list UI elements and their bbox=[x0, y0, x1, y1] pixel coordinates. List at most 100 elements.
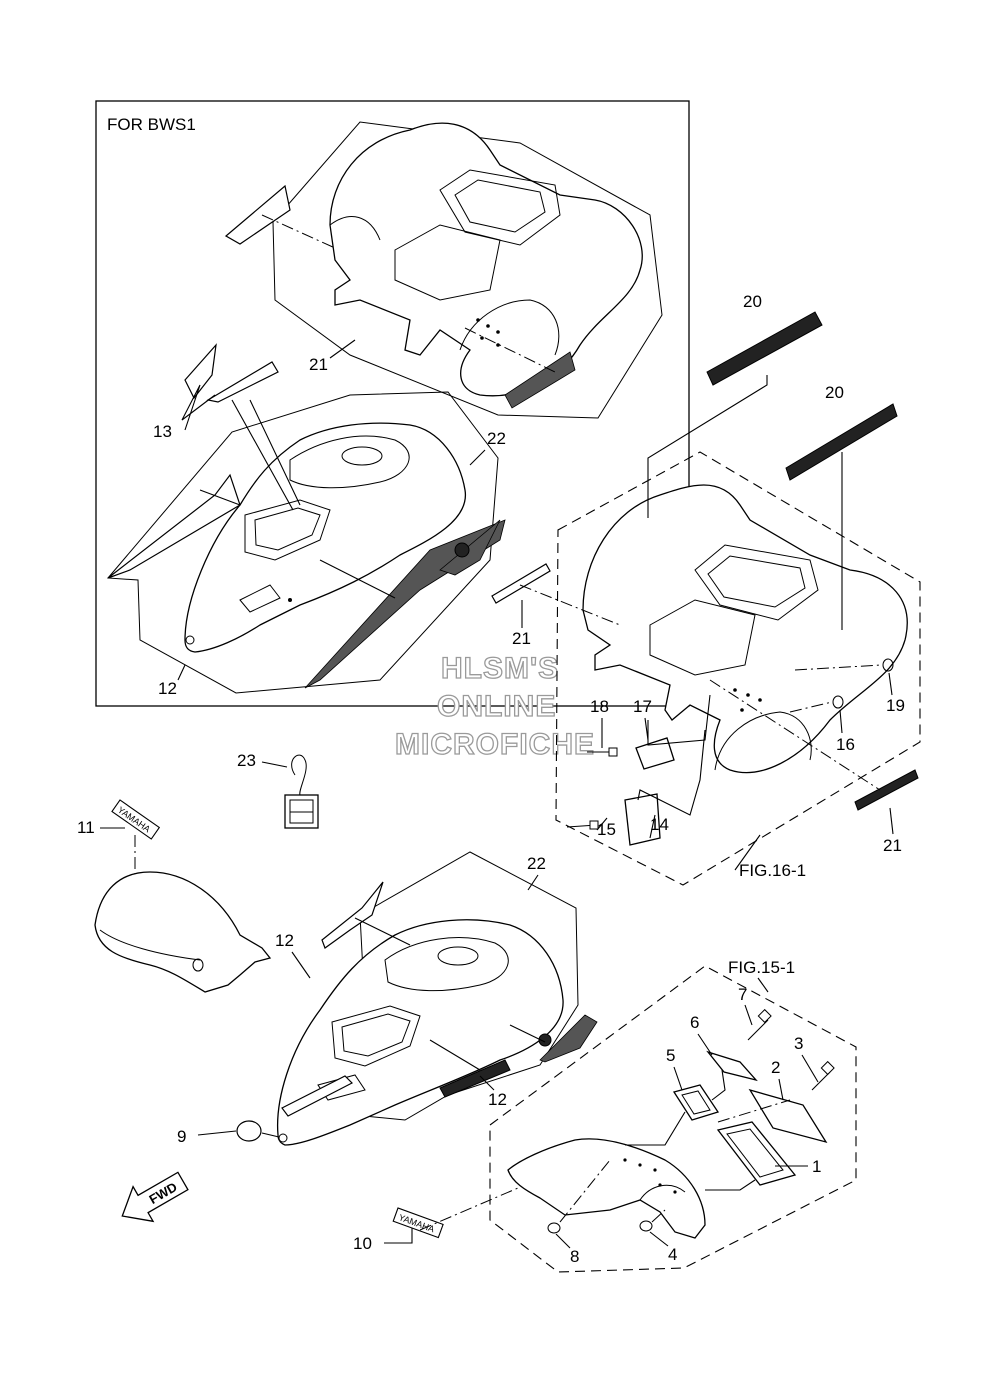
callout-15: 15 bbox=[597, 820, 616, 839]
side-cover-edge bbox=[99, 929, 201, 961]
front-top-decal-2 bbox=[206, 361, 279, 403]
callout-10: 10 bbox=[353, 1234, 372, 1253]
plate-1-inner bbox=[726, 1128, 784, 1178]
guide-8 bbox=[559, 1159, 611, 1223]
mount-hole bbox=[746, 693, 750, 697]
fig15-group: FIG.15-1 7 bbox=[489, 958, 857, 1273]
leader-12-left bbox=[291, 951, 311, 979]
callout-23: 23 bbox=[237, 751, 256, 770]
bws1-inset-frame bbox=[95, 100, 690, 707]
bolt-7-head bbox=[757, 1008, 772, 1024]
fwd-arrow: FWD bbox=[121, 1171, 189, 1223]
decal-guide bbox=[709, 679, 881, 791]
fig15-dashed-outline bbox=[489, 965, 857, 1273]
fwd-arrow-shape bbox=[121, 1171, 189, 1223]
front-tank-cap-area bbox=[384, 937, 509, 992]
callout-20-upper: 20 bbox=[743, 292, 762, 311]
leader-20-upper bbox=[647, 375, 768, 518]
watermark-line-2: ONLINE bbox=[437, 690, 556, 723]
front-headlight-inner bbox=[341, 1013, 411, 1057]
decal-guide bbox=[464, 327, 556, 373]
mount-hole bbox=[476, 318, 480, 322]
decal-guide bbox=[231, 399, 294, 511]
leader-16 bbox=[789, 701, 833, 713]
fig15-leader bbox=[757, 977, 769, 993]
rear-fender-left-arch bbox=[329, 216, 381, 241]
rear-fender-arch bbox=[714, 711, 812, 771]
callout-17: 17 bbox=[633, 697, 652, 716]
bolt-15-head bbox=[589, 820, 599, 830]
callout-16: 16 bbox=[836, 735, 855, 754]
decal-guide bbox=[199, 489, 241, 506]
plate-2 bbox=[748, 1088, 828, 1144]
bws1-inset: FOR BWS1 bbox=[95, 100, 690, 707]
mount-hole bbox=[733, 688, 737, 692]
leader-12-right bbox=[479, 1075, 495, 1091]
leader-22-main bbox=[527, 874, 539, 891]
fig16-group: FIG.16-1 20 bbox=[491, 292, 921, 886]
mount-hole bbox=[480, 336, 484, 340]
leader-2 bbox=[778, 1078, 784, 1101]
mount-hole bbox=[496, 330, 500, 334]
tag-23-group: 23 bbox=[237, 751, 319, 829]
cap-9-group: 9 bbox=[177, 1120, 280, 1146]
callout-12: 12 bbox=[158, 679, 177, 698]
front-right-decal-2 bbox=[439, 519, 501, 576]
rear-decal-20-lower bbox=[785, 403, 898, 481]
bracket-hole bbox=[638, 1163, 642, 1167]
watermark-line-3: MICROFICHE bbox=[395, 728, 595, 761]
yamaha-decal-11: YAMAHA bbox=[111, 799, 161, 840]
bracket-hole bbox=[623, 1158, 627, 1162]
bolt-3-head bbox=[820, 1060, 835, 1076]
callout-22: 22 bbox=[487, 429, 506, 448]
yamaha-decal-10-frame bbox=[392, 1207, 444, 1239]
callout-19: 19 bbox=[886, 696, 905, 715]
leader-22 bbox=[469, 449, 486, 466]
callout-8: 8 bbox=[570, 1247, 579, 1266]
rear-storage-box bbox=[439, 169, 561, 246]
front-mount-hole bbox=[185, 635, 195, 645]
decal-guide bbox=[519, 584, 621, 626]
decal-guide bbox=[354, 917, 411, 946]
decal-guide bbox=[509, 1024, 546, 1043]
callout-13: 13 bbox=[153, 422, 172, 441]
plate-5-inner bbox=[681, 1090, 711, 1115]
front-top-decal bbox=[184, 343, 217, 400]
leader-17 bbox=[647, 694, 711, 746]
guide-4 bbox=[651, 1209, 666, 1223]
grommet-19 bbox=[882, 658, 894, 672]
callout-14: 14 bbox=[650, 815, 669, 834]
front-fender-group: 22 12 12 bbox=[275, 851, 598, 1146]
rear-fender-arch bbox=[459, 299, 560, 356]
callout-2: 2 bbox=[771, 1058, 780, 1077]
side-cover bbox=[94, 871, 272, 993]
front-fender-bws bbox=[184, 422, 466, 653]
callout-5: 5 bbox=[666, 1046, 675, 1065]
front-emblem bbox=[454, 542, 470, 558]
rear-tail-decal bbox=[504, 351, 576, 409]
tank-cap bbox=[341, 446, 383, 466]
callout-20-lower: 20 bbox=[825, 383, 844, 402]
front-mount-hole bbox=[288, 598, 292, 602]
front-left-decal bbox=[107, 473, 241, 579]
fig15-label: FIG.15-1 bbox=[728, 958, 795, 977]
front-headlight-inner bbox=[254, 507, 321, 551]
callout-18: 18 bbox=[590, 697, 609, 716]
plate-6 bbox=[706, 1050, 758, 1082]
front-headlight-cover bbox=[244, 499, 331, 561]
leader-15 bbox=[596, 817, 608, 831]
callout-12-right: 12 bbox=[488, 1090, 507, 1109]
decal-guide bbox=[319, 559, 396, 599]
fig16-leader bbox=[734, 834, 761, 871]
fig16-dashed-outline bbox=[555, 451, 921, 886]
grommet-16 bbox=[832, 695, 844, 709]
side-cover-group: YAMAHA 11 bbox=[77, 799, 272, 993]
leader-9b bbox=[261, 1132, 280, 1138]
bolt-18-head bbox=[608, 747, 618, 757]
mount-hole bbox=[486, 324, 490, 328]
callout-12-left: 12 bbox=[275, 931, 294, 950]
rear-storage-box bbox=[694, 544, 819, 621]
tag-string bbox=[291, 754, 307, 796]
leader-13 bbox=[181, 384, 216, 431]
decal-guide bbox=[261, 214, 336, 249]
